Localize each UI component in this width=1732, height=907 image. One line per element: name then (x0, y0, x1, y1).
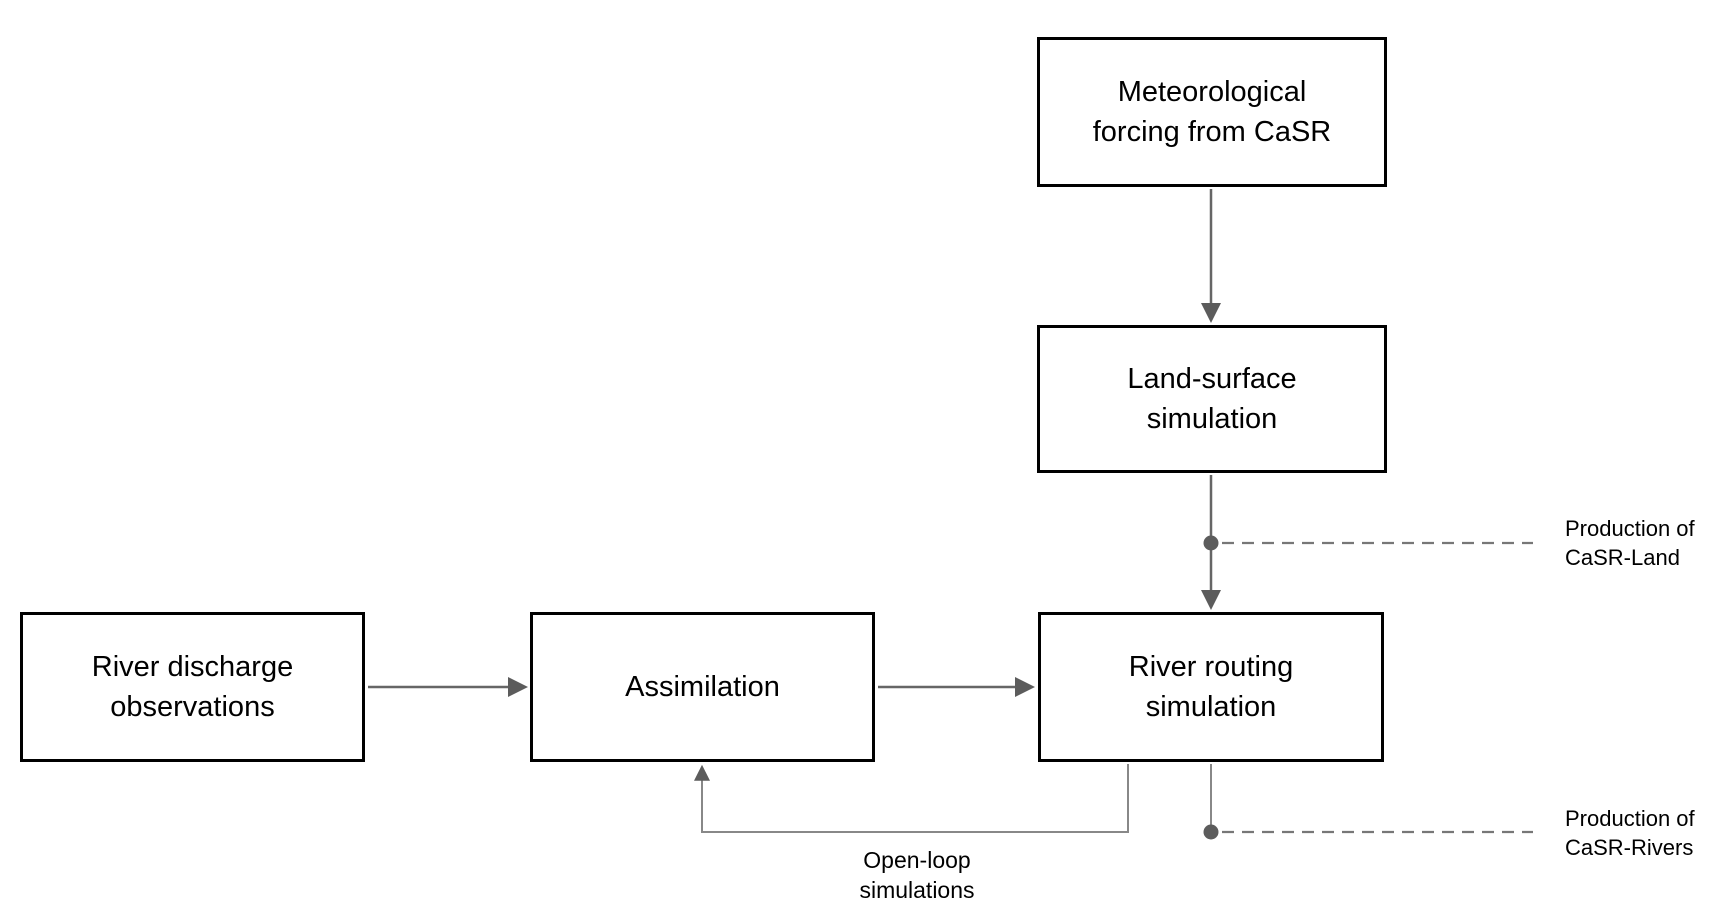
node-river-discharge: River discharge observations (20, 612, 365, 762)
annotation-production-casr-land: Production of CaSR-Land (1565, 516, 1695, 571)
junction-dot-casr-land (1203, 535, 1219, 551)
junction-dot-casr-rivers (1203, 824, 1219, 840)
node-met-forcing: Meteorological forcing from CaSR (1037, 37, 1387, 187)
node-river-routing: River routing simulation (1038, 612, 1384, 762)
node-met-forcing-label: Meteorological forcing from CaSR (1092, 75, 1332, 148)
node-assimilation: Assimilation (530, 612, 875, 762)
node-assimilation-label: Assimilation (625, 670, 780, 703)
node-land-surface: Land-surface simulation (1037, 325, 1387, 473)
node-river-discharge-label: River discharge observations (91, 650, 294, 723)
annotation-production-casr-rivers: Production of CaSR-Rivers (1565, 806, 1695, 861)
annotation-open-loop: Open-loop simulations (859, 847, 975, 903)
node-river-routing-label: River routing simulation (1128, 650, 1294, 723)
open-loop-connector (694, 764, 1129, 833)
node-land-surface-label: Land-surface simulation (1127, 362, 1297, 435)
